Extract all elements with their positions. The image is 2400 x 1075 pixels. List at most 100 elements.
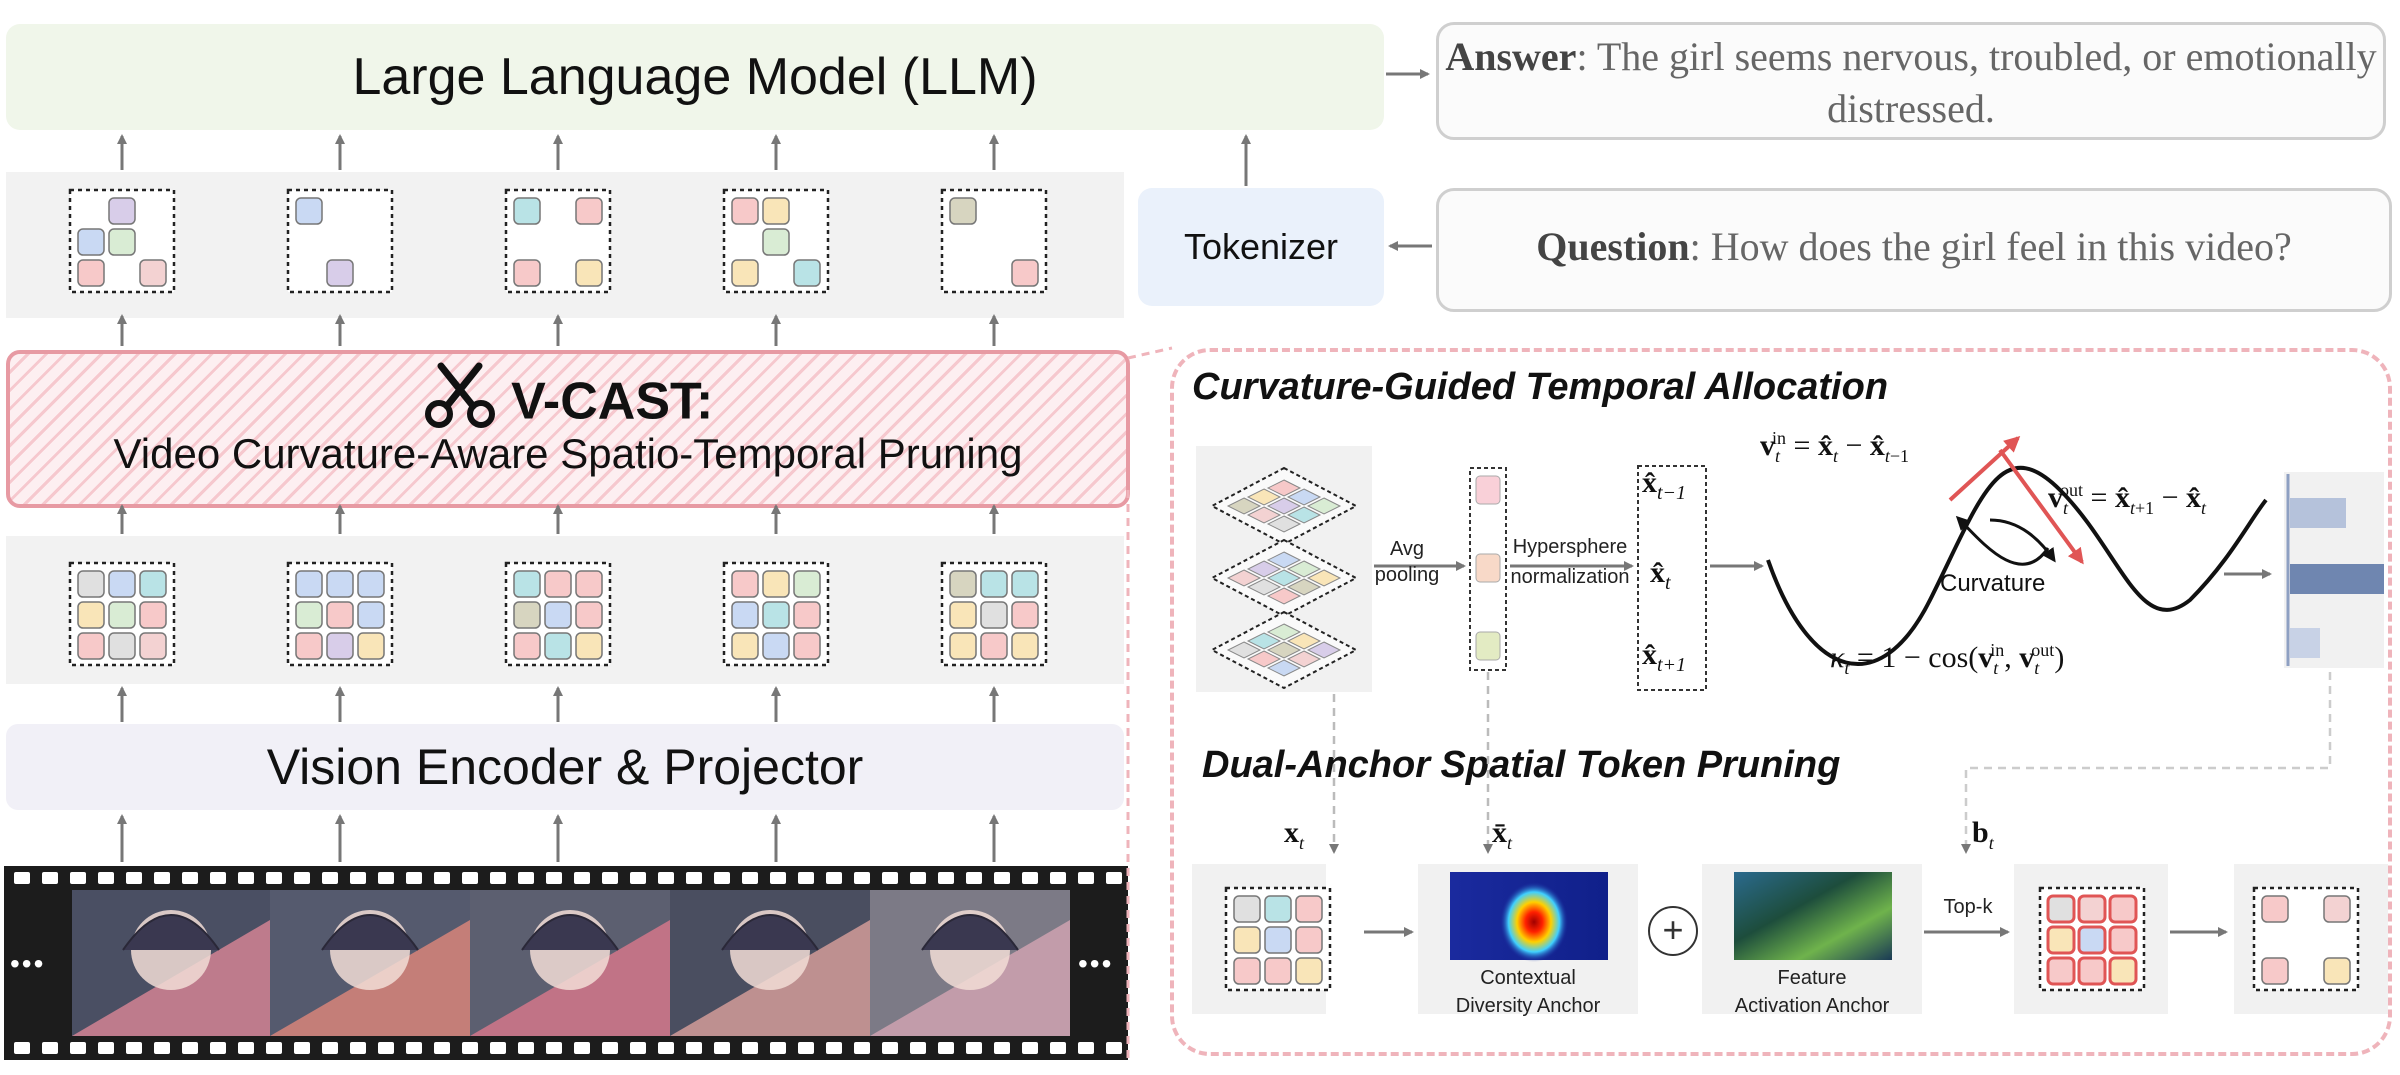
frame-layer-0-token-3 xyxy=(1246,488,1282,506)
frame-layer-1-token-4 xyxy=(1266,569,1302,587)
selected-token-1 xyxy=(2077,894,2107,924)
v-out-formula: vtout = x̂t+1 − x̂t xyxy=(2048,480,2207,518)
pruned-token-3-2 xyxy=(762,228,790,256)
selected-token-0 xyxy=(2046,894,2076,924)
film-hole-top-10 xyxy=(294,872,310,884)
film-hole-bottom-26 xyxy=(742,1042,758,1054)
film-hole-bottom-16 xyxy=(462,1042,478,1054)
film-hole-bottom-28 xyxy=(798,1042,814,1054)
full-token-4-6 xyxy=(949,632,977,660)
pooling-label: pooling xyxy=(1374,564,1440,586)
film-hole-bottom-11 xyxy=(322,1042,338,1054)
spatial-title: Dual-Anchor Spatial Token Pruning xyxy=(1202,744,1841,786)
film-hole-top-14 xyxy=(406,872,422,884)
llm-title: Large Language Model (LLM) xyxy=(352,48,1038,106)
tokenizer-box: Tokenizer xyxy=(1138,188,1384,306)
frame-layer-1-token-2 xyxy=(1306,569,1342,587)
film-ellipsis-right: ••• xyxy=(1078,948,1114,979)
film-hole-bottom-18 xyxy=(518,1042,534,1054)
full-token-2-0 xyxy=(513,570,541,598)
film-hole-top-18 xyxy=(518,872,534,884)
film-hole-bottom-32 xyxy=(910,1042,926,1054)
film-frame-hair-0 xyxy=(122,914,220,951)
avg-label: Avg xyxy=(1389,538,1425,560)
film-hole-bottom-17 xyxy=(490,1042,506,1054)
xt-token-7 xyxy=(1264,957,1292,985)
film-hole-bottom-23 xyxy=(658,1042,674,1054)
film-hole-top-19 xyxy=(546,872,562,884)
film-frame-hair-1 xyxy=(321,914,419,951)
output-token-0 xyxy=(2261,895,2289,923)
xt-token-3 xyxy=(1233,926,1261,954)
full-token-1-3 xyxy=(295,601,323,629)
pruned-token-4-1 xyxy=(1011,259,1039,287)
x-t-sub: t xyxy=(1299,833,1305,853)
x-bar-t-text: x̄ xyxy=(1492,816,1507,849)
frame-layer-2-token-3 xyxy=(1246,632,1282,650)
film-hole-top-34 xyxy=(966,872,982,884)
film-hole-top-25 xyxy=(714,872,730,884)
vcast-subtitle: Video Curvature-Aware Spatio-Temporal Pr… xyxy=(113,430,1023,477)
pooled-token-0 xyxy=(1475,475,1501,505)
scissors-icon xyxy=(423,360,497,443)
film-hole-top-0 xyxy=(14,872,30,884)
film-hole-top-32 xyxy=(910,872,926,884)
film-hole-top-5 xyxy=(154,872,170,884)
x-prev-label: x̂t−1 xyxy=(1642,466,1687,504)
frame-layer-0-token-0 xyxy=(1266,479,1302,497)
full-token-0-7 xyxy=(108,632,136,660)
selected-token-5 xyxy=(2108,925,2138,955)
full-token-1-0 xyxy=(295,570,323,598)
b-t-label: bt xyxy=(1972,816,1994,854)
film-hole-bottom-34 xyxy=(966,1042,982,1054)
full-token-1-1 xyxy=(326,570,354,598)
b-t-text: b xyxy=(1972,816,1989,849)
frame-layer-1-token-1 xyxy=(1286,560,1322,578)
film-hole-bottom-1 xyxy=(42,1042,58,1054)
pooled-token-1 xyxy=(1475,553,1501,583)
full-token-3-1 xyxy=(762,570,790,598)
full-token-3-3 xyxy=(731,601,759,629)
b-t-sub: t xyxy=(1988,833,1994,853)
full-token-4-2 xyxy=(1011,570,1039,598)
question-label: Question xyxy=(1536,224,1690,269)
output-token-2 xyxy=(2261,957,2289,985)
full-token-4-7 xyxy=(980,632,1008,660)
film-hole-bottom-38 xyxy=(1078,1042,1094,1054)
hypersphere-line1: Hypersphere xyxy=(1512,536,1628,558)
film-hole-top-1 xyxy=(42,872,58,884)
film-hole-top-30 xyxy=(854,872,870,884)
selected-token-8 xyxy=(2108,956,2138,986)
frame-layer-0-token-6 xyxy=(1226,497,1262,515)
output-token-1 xyxy=(2323,895,2351,923)
xt-token-1 xyxy=(1264,895,1292,923)
film-hole-top-9 xyxy=(266,872,282,884)
full-token-0-4 xyxy=(108,601,136,629)
film-hole-top-2 xyxy=(70,872,86,884)
avg-pooling-label: Avg pooling xyxy=(1372,536,1442,588)
feature-line2: Activation Anchor xyxy=(1734,995,1890,1017)
film-hole-bottom-5 xyxy=(154,1042,170,1054)
full-token-2-2 xyxy=(575,570,603,598)
full-token-1-7 xyxy=(326,632,354,660)
film-hole-top-29 xyxy=(826,872,842,884)
plus-icon: + xyxy=(1648,906,1698,956)
full-token-1-5 xyxy=(357,601,385,629)
film-hole-bottom-6 xyxy=(182,1042,198,1054)
full-token-1-8 xyxy=(357,632,385,660)
curvature-arrow-b xyxy=(1989,518,2056,563)
selected-token-3 xyxy=(2046,925,2076,955)
film-hole-bottom-8 xyxy=(238,1042,254,1054)
film-hole-bottom-15 xyxy=(434,1042,450,1054)
trajectory-curve xyxy=(1766,465,2268,666)
temporal-title: Curvature-Guided Temporal Allocation xyxy=(1192,366,1889,408)
full-token-2-1 xyxy=(544,570,572,598)
frame-layer-2-token-8 xyxy=(1266,659,1302,677)
x-next-label: x̂t+1 xyxy=(1642,638,1687,676)
kappa-formula: κt = 1 − cos(vtin, vtout) xyxy=(1830,640,2065,678)
film-hole-top-26 xyxy=(742,872,758,884)
frame-layer-0-token-8 xyxy=(1266,515,1302,533)
topk-label: Top-k xyxy=(1943,896,1993,918)
full-token-3-7 xyxy=(762,632,790,660)
frame-layer-0-token-4 xyxy=(1266,497,1302,515)
